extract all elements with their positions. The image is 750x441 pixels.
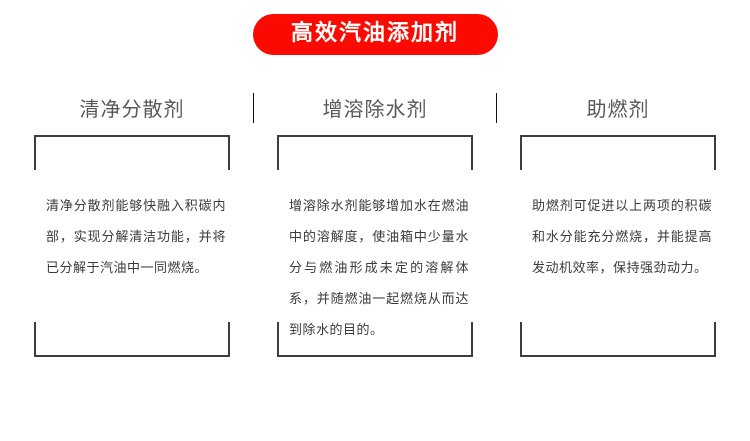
column-title-3: 助燃剂 [586,97,650,121]
frame-top-border-1 [34,135,230,137]
frame-corner-top-left-3 [520,135,522,170]
column-divider-2 [495,93,497,123]
column-body-text-2: 增溶除水剂能够增加水在燃油中的溶解度，使油箱中少量水分与燃油形成未定的溶解体系，… [289,199,469,338]
frame-corner-bottom-right-2 [471,322,473,357]
feature-column-3: 助燃剂 助燃剂可促进以上两项的积碳和水分能充分燃烧，并能提高发动机效率，保持强劲… [497,85,740,385]
frame-corner-top-left-1 [34,135,36,170]
banner-row: 高效汽油添加剂 [0,0,750,70]
frame-corner-bottom-left-2 [277,322,279,357]
column-body-text-1: 清净分散剂能够快融入积碳内部，实现分解清洁功能，并将已分解于汽油中一同燃烧。 [46,199,226,276]
frame-top-border-3 [520,135,716,137]
page-title-banner: 高效汽油添加剂 [252,14,498,55]
bracket-frame-2: 增溶除水剂能够增加水在燃油中的溶解度，使油箱中少量水分与燃油形成未定的溶解体系，… [277,135,473,357]
frame-corner-bottom-left-1 [34,322,36,357]
frame-corner-top-left-2 [277,135,279,170]
frame-corner-top-right-3 [714,135,716,170]
frame-corner-bottom-right-1 [228,322,230,357]
feature-column-2: 增溶除水剂 增溶除水剂能够增加水在燃油中的溶解度，使油箱中少量水分与燃油形成未定… [254,85,497,385]
frame-bottom-border-2 [277,355,473,357]
frame-corner-top-right-2 [471,135,473,170]
frame-bottom-border-3 [520,355,716,357]
column-header-3: 助燃剂 [497,85,740,133]
column-title-1: 清净分散剂 [79,97,185,121]
feature-column-1: 清净分散剂 清净分散剂能够快融入积碳内部，实现分解清洁功能，并将已分解于汽油中一… [11,85,254,385]
frame-corner-bottom-left-3 [520,322,522,357]
bracket-frame-1: 清净分散剂能够快融入积碳内部，实现分解清洁功能，并将已分解于汽油中一同燃烧。 [34,135,230,357]
column-header-2: 增溶除水剂 [254,85,497,133]
column-header-1: 清净分散剂 [11,85,254,133]
column-body-text-3: 助燃剂可促进以上两项的积碳和水分能充分燃烧，并能提高发动机效率，保持强劲动力。 [532,199,712,276]
bracket-frame-3: 助燃剂可促进以上两项的积碳和水分能充分燃烧，并能提高发动机效率，保持强劲动力。 [520,135,716,357]
frame-bottom-border-1 [34,355,230,357]
frame-corner-top-right-1 [228,135,230,170]
feature-columns: 清净分散剂 清净分散剂能够快融入积碳内部，实现分解清洁功能，并将已分解于汽油中一… [0,85,750,385]
column-title-2: 增溶除水剂 [322,97,428,121]
frame-top-border-2 [277,135,473,137]
frame-corner-bottom-right-3 [714,322,716,357]
column-divider-1 [252,93,254,123]
